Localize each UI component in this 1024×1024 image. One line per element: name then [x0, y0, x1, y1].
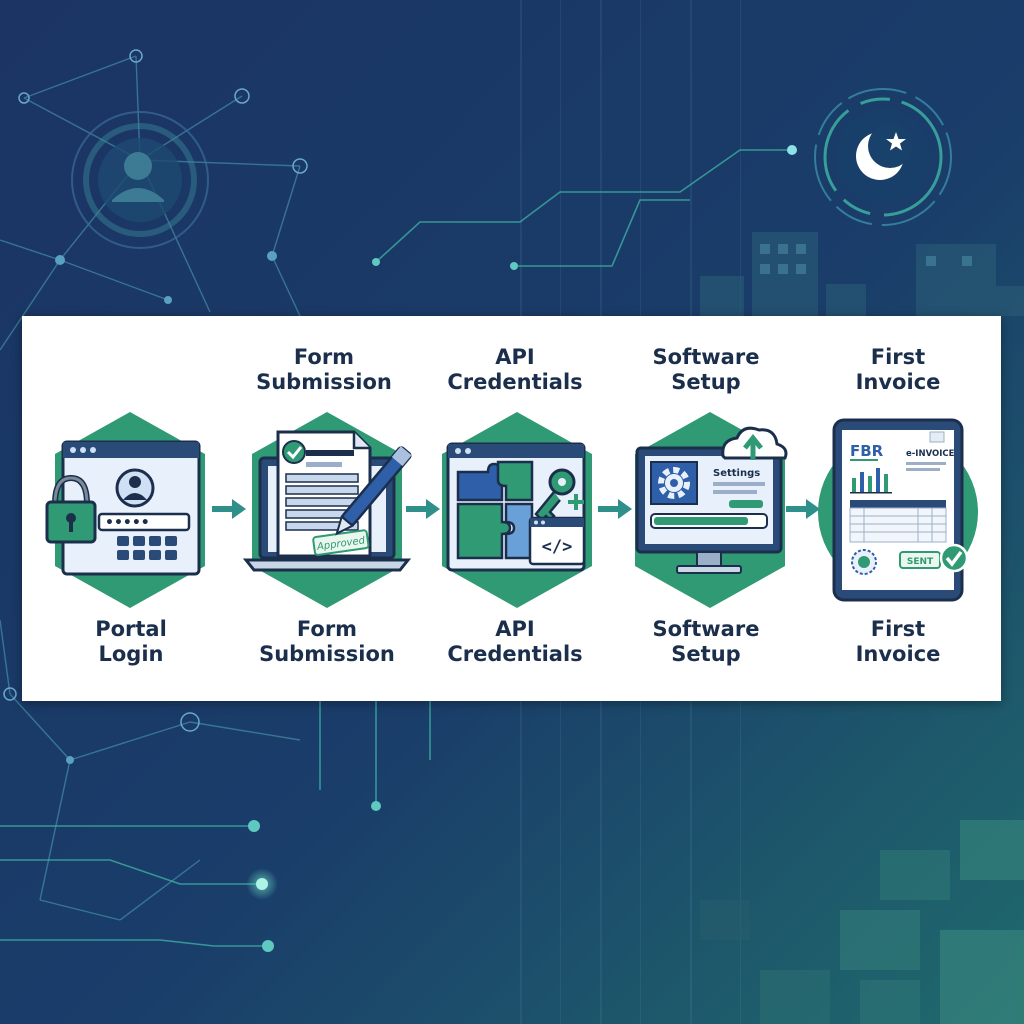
einvoice-title: e-INVOICE [906, 449, 955, 459]
user-icon [71, 111, 209, 249]
step-4-top-label: Software Setup [652, 345, 760, 394]
check-icon [939, 543, 969, 573]
invoice-table [849, 500, 947, 543]
step-portal-login: ••••• [45, 412, 205, 608]
step-3-bottom-label: API Credentials [447, 617, 583, 666]
seal-icon [851, 549, 877, 575]
puzzle-icon [456, 460, 534, 560]
password-mask: ••••• [105, 515, 150, 531]
arrow-2-to-3 [406, 499, 440, 519]
circuit-lines [0, 149, 792, 947]
step-4-bottom-label: Software Setup [652, 617, 760, 666]
approved-stamp: Approved [312, 529, 370, 556]
settings-label: Settings [713, 468, 760, 479]
arrow-1-to-2 [212, 499, 246, 519]
bar-chart-icon [850, 468, 892, 494]
step-api-credentials: </> [442, 412, 592, 608]
step-5-top-label: First Invoice [855, 345, 941, 394]
code-glyph: </> [542, 537, 573, 557]
user-avatar-icon [115, 468, 155, 508]
fbr-logo-text: FBR [850, 442, 884, 460]
pen-icon [335, 446, 412, 536]
sent-label: SENT [907, 557, 934, 567]
padlock-icon [45, 474, 97, 544]
step-form-submission: Approved [242, 412, 412, 608]
step-2-top-label: Form Submission [256, 345, 392, 394]
step-5-bottom-label: First Invoice [855, 617, 941, 666]
step-first-invoice: FBR e-INVOICE SENT [818, 418, 978, 602]
cloud-upload-icon [721, 426, 788, 460]
code-window-icon: </> [528, 516, 586, 566]
step-1-bottom-label: Portal Login [95, 617, 167, 666]
step-2-bottom-label: Form Submission [259, 617, 395, 666]
arrow-4-to-5 [786, 499, 820, 519]
keypad-icon [117, 536, 177, 560]
step-software-setup: Settings [635, 412, 788, 608]
sent-badge: SENT [899, 551, 941, 569]
fbr-logo: FBR [850, 442, 884, 461]
progress-bar-icon [650, 513, 768, 529]
check-icon [282, 440, 306, 464]
arrow-3-to-4 [598, 499, 632, 519]
background-windows [760, 244, 972, 274]
password-field [97, 512, 191, 532]
step-3-top-label: API Credentials [447, 345, 583, 394]
network-nodes [3, 49, 797, 952]
crescent-star-icon [814, 88, 952, 226]
gear-icon [650, 461, 698, 505]
